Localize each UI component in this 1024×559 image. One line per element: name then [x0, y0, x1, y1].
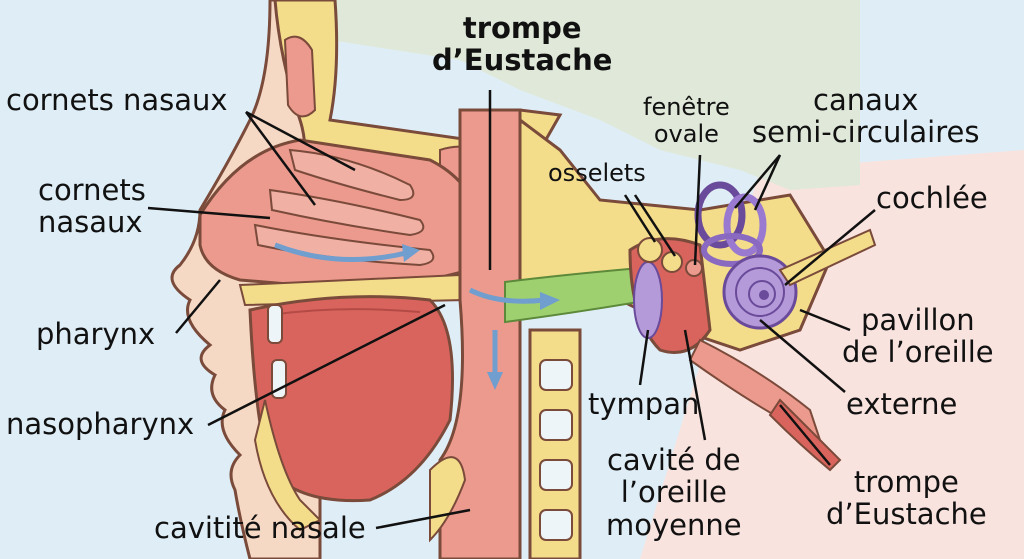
- cochlea-turn-1: [735, 267, 785, 317]
- label-pavillon-line2: de l’oreille: [842, 335, 994, 370]
- tongue-line: [269, 308, 421, 316]
- leader-canaux-a: [734, 154, 781, 209]
- airflow-arrowhead-1: [402, 244, 420, 262]
- label-cochlee: cochlée: [876, 181, 988, 215]
- leader-canaux-b: [753, 154, 782, 211]
- leader-osselets-b: [633, 194, 677, 257]
- vertebra-4: [539, 509, 573, 541]
- label-fenetre-line1: fenêtre: [643, 93, 730, 121]
- label-cornets-nasaux-top: cornets nasaux: [6, 83, 228, 117]
- leader-tympan: [638, 329, 650, 386]
- label-canaux-semi-circulaires: canaux semi-circulaires: [752, 84, 979, 149]
- brain-region: [300, 0, 860, 190]
- leader-nasopharynx: [207, 303, 446, 427]
- jaw-bone: [253, 399, 322, 532]
- label-externe: externe: [846, 387, 958, 421]
- leader-cornets-top-a: [245, 110, 356, 172]
- label-trompe-eustache-top: trompe d’Eustache: [432, 12, 612, 77]
- canal-3: [701, 233, 763, 267]
- cochlea-turn-2: [748, 280, 776, 308]
- leader-pavillon: [799, 308, 851, 332]
- label-cavite-oreille-line1: cavité de: [606, 443, 741, 477]
- label-trompe-top-line1: trompe: [462, 11, 582, 45]
- airflow-arrow-2: [468, 287, 546, 304]
- leader-osselets-a: [623, 194, 657, 243]
- label-pavillon-line1: pavillon: [861, 303, 975, 337]
- ossicle-incus: [661, 251, 683, 273]
- leader-pharynx: [175, 279, 221, 334]
- leader-externe: [759, 319, 846, 393]
- leader-cavite-oreille: [683, 329, 707, 441]
- label-cavite-oreille-moyenne: cavité de l’oreille moyenne: [606, 443, 742, 542]
- label-canaux-line2: semi-circulaires: [752, 115, 980, 150]
- label-trompe-bottom-line2: d’Eustache: [826, 497, 987, 532]
- label-trompe-eustache-bottom: trompe d’Eustache: [826, 466, 987, 531]
- turbinate-upper: [288, 148, 415, 202]
- airflow-arrowhead-2: [540, 292, 560, 310]
- label-cornets-line1: cornets: [38, 173, 146, 207]
- label-trompe-bottom-line1: trompe: [853, 465, 959, 499]
- leader-cornets-mid: [147, 206, 271, 220]
- upper-tooth: [267, 304, 283, 344]
- label-cavite-oreille-line3: moyenne: [606, 507, 742, 542]
- label-pavillon-oreille: pavillon de l’oreille: [842, 304, 994, 369]
- vertebra-2: [539, 409, 573, 441]
- leader-cavite-nasale: [375, 508, 471, 530]
- label-trompe-top-line2: d’Eustache: [432, 43, 613, 78]
- label-cornets-nasaux-mid: cornets nasaux: [38, 174, 146, 239]
- label-osselets: osselets: [548, 159, 646, 187]
- turbinate-middle: [268, 188, 425, 237]
- label-cornets-line2: nasaux: [38, 205, 143, 240]
- vertebra-3: [539, 459, 573, 491]
- epiglottis: [429, 456, 467, 543]
- leader-fenetre: [693, 154, 702, 266]
- frontal-sinus: [283, 35, 317, 118]
- label-pharynx: pharynx: [36, 317, 156, 351]
- label-nasopharynx: nasopharynx: [6, 407, 195, 441]
- label-cavite-nasale: cavitité nasale: [154, 511, 366, 545]
- airflow-arrowhead-3: [487, 372, 503, 390]
- leader-trompe-bottom: [779, 404, 831, 466]
- label-cavite-oreille-line2: l’oreille: [620, 475, 727, 510]
- label-canaux-line1: canaux: [813, 83, 919, 117]
- cochlea-center: [759, 290, 769, 300]
- leader-lines: [147, 90, 876, 530]
- label-tympan: tympan: [588, 387, 700, 421]
- ossicle-malleus: [637, 237, 663, 263]
- vertebra-1: [539, 359, 573, 391]
- airflow-arrow-1: [274, 242, 411, 263]
- leader-cornets-top-b: [244, 111, 317, 206]
- auditory-nerve: [778, 228, 877, 287]
- tympanic-membrane: [633, 261, 663, 339]
- leader-cochlee: [784, 209, 876, 286]
- label-fenetre-line2: ovale: [653, 119, 719, 148]
- label-fenetre-ovale: fenêtre ovale: [643, 94, 730, 148]
